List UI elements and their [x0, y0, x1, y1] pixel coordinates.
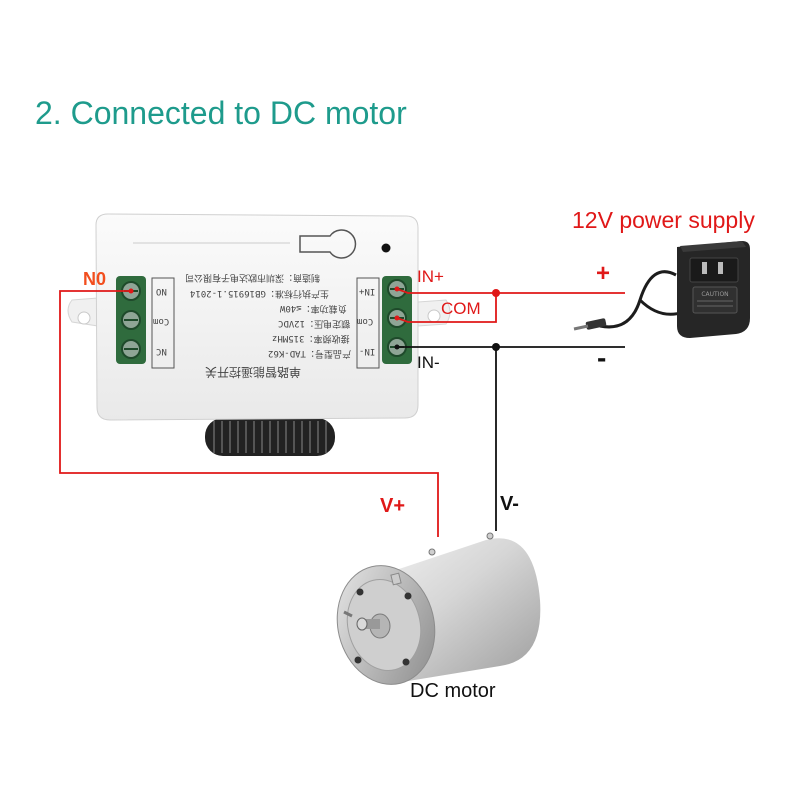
- antenna-coil: [205, 418, 335, 456]
- power-adapter-image: CAUTION: [573, 241, 750, 338]
- wire-in-plus: [396, 288, 625, 294]
- relay-module: [67, 213, 451, 421]
- pcb-spec-line-5: 产品型号：TAD-K62: [268, 348, 351, 358]
- terminal-in-plus-label: IN+: [417, 267, 444, 286]
- negative-wires: [397, 346, 625, 531]
- supply-minus-label: -: [597, 342, 607, 373]
- terminal-dot-com: [394, 315, 400, 321]
- terminal-in-minus-label: IN-: [417, 353, 440, 372]
- pcb-label-nc: NC: [156, 346, 167, 356]
- positive-wires: [59, 288, 625, 537]
- pcb-manufacturer: 制造商：深圳市欧达电子有限公司: [185, 272, 321, 282]
- supply-plus-label: +: [596, 260, 611, 287]
- dc-motor-label: DC motor: [410, 680, 496, 702]
- pcb-label-in-plus: IN+: [359, 286, 376, 296]
- junction-dot-plus: [492, 289, 500, 297]
- dc-motor-image: [336, 532, 541, 685]
- pcb-spec-line-1: 生产执行标准：GB16915.1-2014: [190, 288, 329, 298]
- terminal-com-label: COM: [441, 299, 481, 318]
- terminal-dot-no: [128, 288, 134, 294]
- power-supply-label: 12V power supply: [572, 207, 755, 233]
- motor-v-plus-label: V+: [380, 495, 406, 517]
- terminal-no-label: N0: [83, 269, 107, 289]
- pcb-label-com-left: Com: [153, 316, 170, 326]
- wire-no-to-motor: [59, 290, 439, 537]
- terminal-dot-in-plus: [394, 286, 400, 292]
- motor-v-minus-label: V-: [500, 493, 519, 515]
- page-title: 2. Connected to DC motor: [35, 95, 407, 131]
- pcb-spec-line-2: 负载功率：≤40W: [280, 303, 347, 313]
- pcb-spec-line-3: 额定电压：12VDC: [278, 318, 351, 328]
- pcb-product-name: 单路智能遥控开关: [205, 365, 302, 379]
- adapter-caution-text: CAUTION: [701, 291, 728, 298]
- terminal-dot-in-minus: [394, 344, 400, 350]
- pcb-spec-line-4: 接收频率：315MHz: [272, 333, 350, 343]
- wire-com-jumper: [396, 293, 497, 323]
- pcb-label-no: NO: [156, 286, 167, 296]
- junction-dot-minus: [492, 343, 500, 351]
- pcb-label-in-minus: IN-: [359, 346, 376, 356]
- pcb-label-com-right: Com: [357, 316, 374, 326]
